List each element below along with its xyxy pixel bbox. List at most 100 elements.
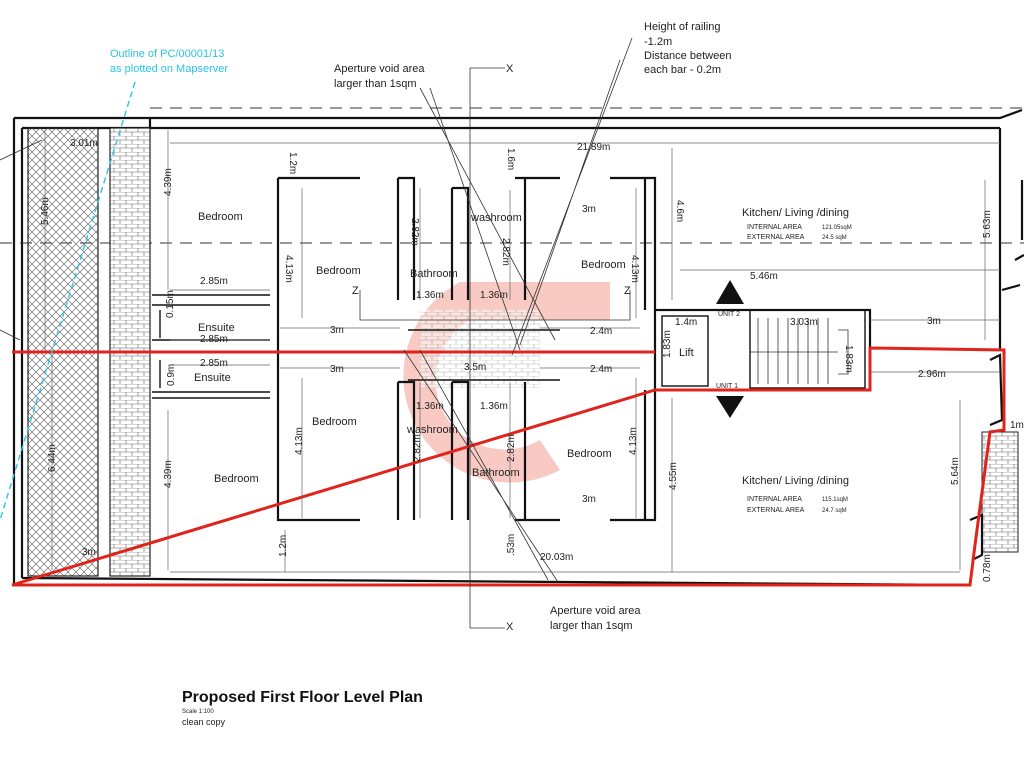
aperture-note: Aperture void area [334,63,425,75]
aperture-note: larger than 1sqm [334,78,417,90]
unit-label: UNIT 1 [716,383,738,390]
dimension-label: 2.85m [200,276,228,287]
right-facade [969,180,1024,561]
room-label: Kitchen/ Living /dining [742,207,849,219]
area-label: EXTERNAL AREA [747,234,805,241]
dimension-lines [44,130,1000,573]
aperture-note: Aperture void area [550,605,641,617]
dimension-label: 0.15m [165,290,176,318]
room-label: Bathroom [410,268,458,280]
plan-title: Proposed First Floor Level Plan [182,689,423,706]
dimension-label: 2.85m [200,334,228,345]
area-value: 24.7 sqM [822,508,847,514]
dimension-label: 5.46m [40,197,51,225]
railing-note: each bar - 0.2m [644,64,721,76]
railing-note: -1.2m [644,36,672,48]
room-label: Bedroom [214,473,259,485]
dimension-label: 4.39m [163,168,174,196]
dimension-label: 0.78m [982,554,993,582]
section-marker: X [506,621,514,633]
dimension-label: 2.96m [918,369,946,380]
dimension-label: 2.82m [412,434,423,462]
dimension-label: 3m [582,494,596,505]
railing-note: Height of railing [644,21,720,33]
area-value: 121.05sqM [822,225,852,231]
dimension-label: 1.4m [675,317,697,328]
aperture-leaders [403,37,633,583]
room-label: Bedroom [567,448,612,460]
dimension-label: 2.4m [590,326,612,337]
mapserver-outline [0,81,136,521]
room-label: Ensuite [198,322,235,334]
dimension-label: 4.55m [668,462,679,490]
dimension-label: 4.6m [674,200,685,222]
section-marker: Z [352,285,359,297]
dimension-label: 3m [82,547,96,558]
dimension-label: 2.82m [409,218,420,246]
note-leader [0,139,43,341]
dimension-label: 4.13m [629,255,640,283]
room-label: Bathroom [472,467,520,479]
dimension-label: 1.36m [416,401,444,412]
plan-subtitle: clean copy [182,717,226,727]
dimension-label: 2.82m [500,238,511,266]
scale-label: Scale 1:100 [182,709,214,715]
area-label: INTERNAL AREA [747,224,802,231]
site-boundary [11,346,1006,587]
dimension-label: 5.64m [950,457,961,485]
dimension-label: 3.03m [790,317,818,328]
unit-label: UNIT 2 [718,311,740,318]
room-label: Ensuite [194,372,231,384]
dimension-label: 3m [582,204,596,215]
dimension-label: 3.01m [70,138,98,149]
dimension-label: 1.83m [662,330,673,358]
dimension-label: 1.6m [505,148,516,170]
dimension-label: 2.4m [590,364,612,375]
area-label: EXTERNAL AREA [747,507,805,514]
railing-note: Distance between [644,50,731,62]
room-label: Lift [679,347,694,359]
dimension-label: 21.89m [577,142,610,153]
dimension-label: 4.13m [628,427,639,455]
dimension-label: 20.03m [540,552,573,563]
aperture-note: larger than 1sqm [550,620,633,632]
dimension-label: 1.2m [278,535,289,557]
room-label: Kitchen/ Living /dining [742,475,849,487]
dimension-label: 2.85m [200,358,228,369]
dimension-label: 5.63m [982,210,993,238]
arrow-up-icon [716,280,744,304]
dimension-label: .53m [506,534,517,556]
room-label: Bedroom [316,265,361,277]
dimension-label: 4.13m [283,255,294,283]
outline-note: as plotted on Mapserver [110,63,228,75]
room-label: Bedroom [198,211,243,223]
dimension-label: 2.82m [506,434,517,462]
dimension-label: 1.36m [480,401,508,412]
arrow-down-icon [716,396,744,418]
dimension-label: 3m [927,316,941,327]
dimension-label: 3.5m [464,362,486,373]
room-label: washroom [470,212,522,224]
dimension-label: 6.44m [47,444,58,472]
dimension-label: 1.2m [287,152,298,174]
room-label: Bedroom [312,416,357,428]
interior-walls [152,176,657,522]
outline-note: Outline of PC/00001/13 [110,48,224,60]
area-value: 24.5 sqM [822,235,847,241]
section-marker: Z [624,285,631,297]
dimension-label: 4.13m [294,427,305,455]
room-label: Bedroom [581,259,626,271]
dimension-label: 5.46m [750,271,778,282]
dimension-label: 1.83m [843,345,854,373]
section-lines [359,67,631,629]
dimension-label: 3m [330,364,344,375]
room-label: washroom [406,424,458,436]
dimension-label: 0.9m [166,364,177,386]
dimension-label: 1m [1010,420,1024,431]
stair-brick [420,310,540,388]
dimension-label: 1.36m [416,290,444,301]
dimension-label: 4.39m [163,460,174,488]
area-label: INTERNAL AREA [747,496,802,503]
area-value: 115.1sqM [822,497,848,503]
